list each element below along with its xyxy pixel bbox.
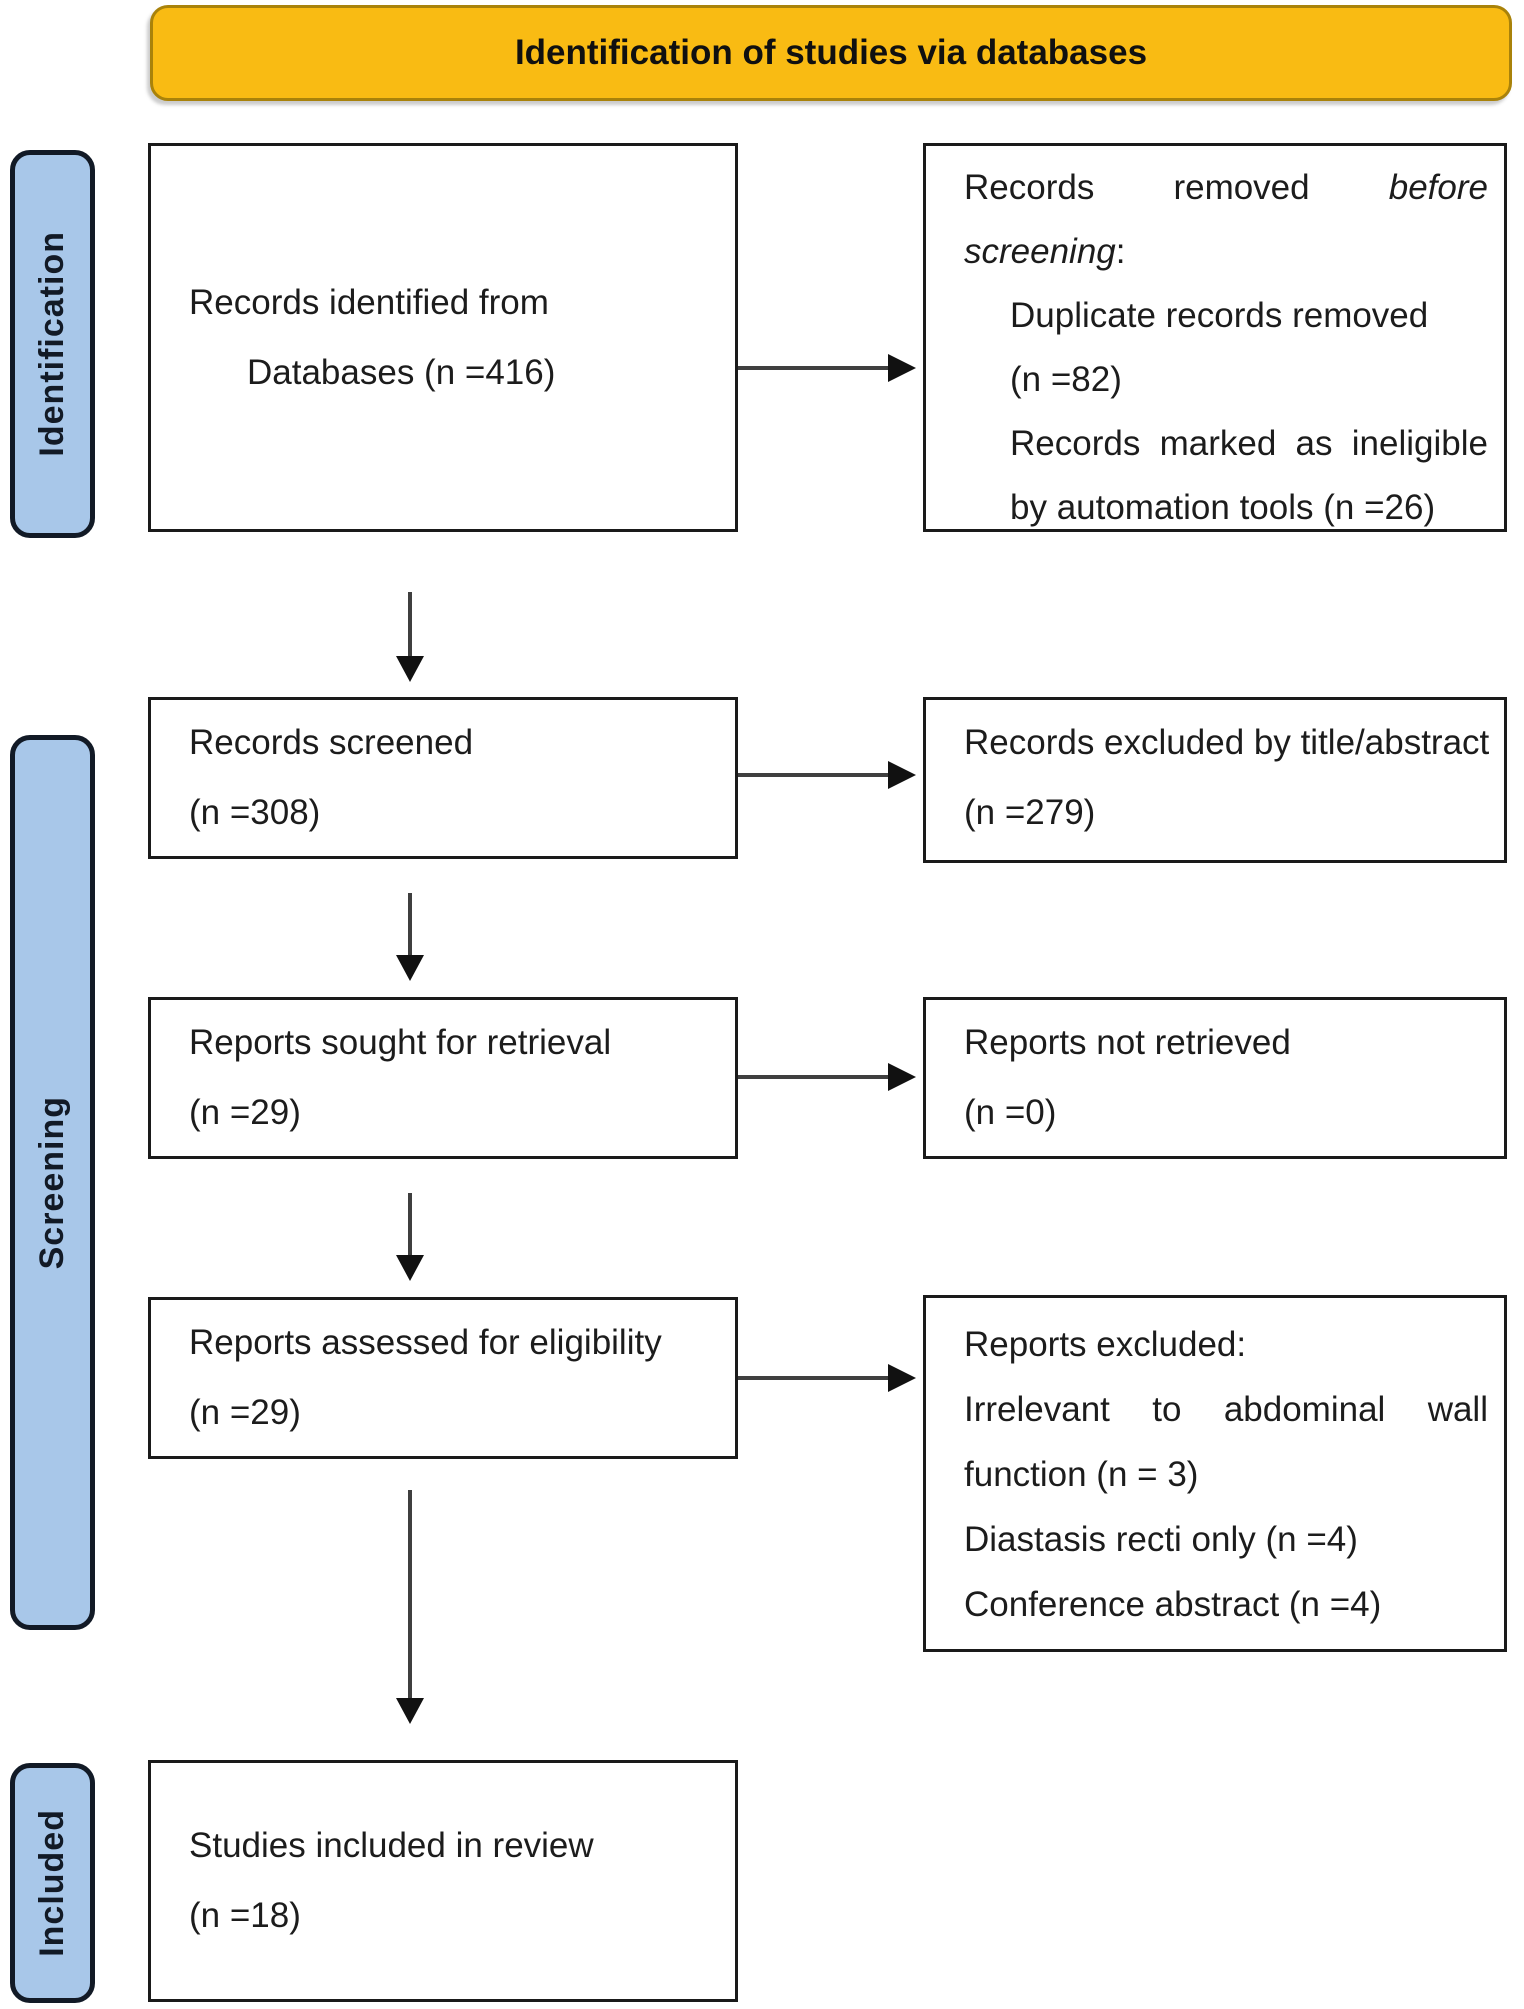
arrow-assessed-to-excluded-head <box>888 1364 916 1392</box>
box-studies-included: Studies included in review (n =18) <box>148 1760 738 2002</box>
stage-label-included: Included <box>10 1763 95 2003</box>
arrow-sought-to-not-retrieved-head <box>888 1063 916 1091</box>
arrow-assessed-to-included-head <box>396 1698 424 1724</box>
box-text-line: (n =18) <box>189 1896 301 1935</box>
stage-label-screening: Screening <box>10 735 95 1630</box>
box-text-line: (n =29) <box>189 1393 301 1432</box>
box-records-screened: Records screened (n =308) <box>148 697 738 859</box>
box-text-line: (n =308) <box>189 793 321 832</box>
box-reports-assessed: Reports assessed for eligibility (n =29) <box>148 1297 738 1459</box>
box-text-line: Reports excluded: <box>964 1325 1247 1364</box>
box-text-line: Records screened <box>189 723 474 762</box>
arrow-assessed-to-included <box>408 1490 412 1698</box>
stage-label-identification: Identification <box>10 150 95 538</box>
box-text-line: Records identified from <box>189 282 549 322</box>
box-text-line: function (n = 3) <box>964 1455 1199 1494</box>
box-text-segment: : <box>1115 232 1126 271</box>
arrow-screened-to-sought <box>408 893 412 955</box>
stage-label-text: Included <box>33 1809 71 1957</box>
box-reports-sought: Reports sought for retrieval (n =29) <box>148 997 738 1159</box>
arrow-screened-to-excluded <box>738 773 888 777</box>
box-text-line: Duplicate records removed <box>1010 296 1429 335</box>
box-text-line: (n =0) <box>964 1093 1057 1132</box>
box-text-segment-italic: before <box>1388 168 1488 207</box>
banner-title: Identification of studies via databases <box>514 33 1148 72</box>
box-text-line: Records excluded by title/abstract <box>964 723 1490 762</box>
box-text-line: Records removed before <box>964 156 1488 220</box>
arrow-screened-to-excluded-head <box>888 761 916 789</box>
box-text-line: Irrelevant to abdominal wall <box>964 1390 1488 1429</box>
box-text-line: (n =82) <box>1010 360 1122 399</box>
stage-label-text: Screening <box>33 1095 71 1270</box>
box-records-identified: Records identified from Databases (n =41… <box>148 143 738 532</box>
arrow-assessed-to-excluded <box>738 1376 888 1380</box>
box-text-line: Reports assessed for eligibility <box>189 1323 662 1362</box>
box-records-excluded-title-abstract: Records excluded by title/abstract (n =2… <box>923 697 1507 863</box>
box-reports-not-retrieved: Reports not retrieved (n =0) <box>923 997 1507 1159</box>
box-text-line: Studies included in review <box>189 1826 594 1865</box>
box-records-removed-before-screening: Records removed before screening: Duplic… <box>923 143 1507 532</box>
box-text-line: Conference abstract (n =4) <box>964 1585 1382 1624</box>
box-reports-excluded: Reports excluded: Irrelevant to abdomina… <box>923 1295 1507 1652</box>
banner-identification-via-databases: Identification of studies via databases <box>150 5 1512 101</box>
box-text-line: screening: <box>964 220 1488 284</box>
box-text-line: (n =29) <box>189 1093 301 1132</box>
arrow-identified-to-removed-head <box>888 354 916 382</box>
box-text-line: Records marked as ineligible <box>1010 424 1488 463</box>
arrow-identified-to-screened-head <box>396 656 424 682</box>
box-text-line: Diastasis recti only (n =4) <box>964 1520 1358 1559</box>
box-text-line: Databases (n =416) <box>247 352 556 392</box>
box-text-line: by automation tools (n =26) <box>1010 488 1436 527</box>
box-text-segment-italic: screening <box>964 232 1116 271</box>
arrow-sought-to-assessed-head <box>396 1255 424 1281</box>
arrow-sought-to-not-retrieved <box>738 1075 888 1079</box>
arrow-identified-to-removed <box>738 366 888 370</box>
box-text-line: Reports sought for retrieval <box>189 1023 612 1062</box>
box-text-line: Reports not retrieved <box>964 1023 1291 1062</box>
box-text-line: (n =279) <box>964 793 1096 832</box>
arrow-screened-to-sought-head <box>396 955 424 981</box>
box-text-segment: Records removed <box>964 168 1310 207</box>
arrow-sought-to-assessed <box>408 1193 412 1255</box>
arrow-identified-to-screened <box>408 592 412 656</box>
stage-label-text: Identification <box>33 231 71 457</box>
